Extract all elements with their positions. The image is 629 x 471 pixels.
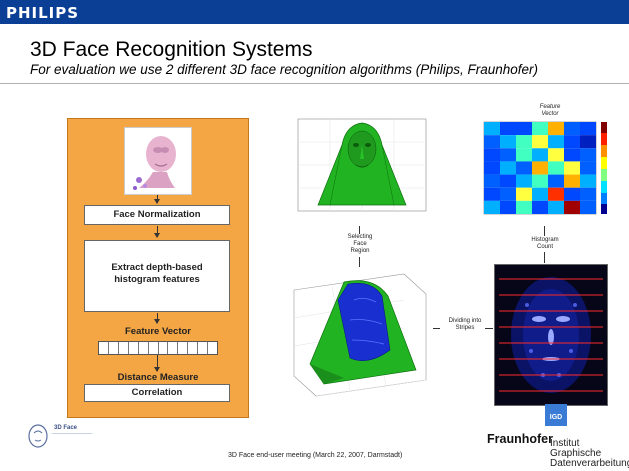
face-normalization-label: Face Normalization xyxy=(113,209,201,220)
flow-arrow xyxy=(154,226,160,238)
heatmap-cell xyxy=(532,174,548,188)
heatmap-cell xyxy=(516,161,532,175)
heatmap-cell xyxy=(532,161,548,175)
heatmap-cell xyxy=(516,122,532,136)
heatmap-cell xyxy=(548,148,564,162)
histogram-count-label: Histogram Count xyxy=(531,237,559,250)
slide-subtitle: For evaluation we use 2 different 3D fac… xyxy=(30,62,539,77)
dividing-arrow xyxy=(433,328,440,329)
brand-bar: PHILIPS xyxy=(0,0,629,24)
heatmap-cell xyxy=(548,122,564,136)
fraunhofer-logo: Fraunhofer xyxy=(487,432,553,446)
heatmap-cell xyxy=(500,135,516,149)
face-region-plot xyxy=(284,270,434,402)
heatmap-cell xyxy=(500,174,516,188)
heatmap-cell xyxy=(484,122,500,136)
extract-label-line1: Extract depth-based xyxy=(111,262,203,273)
heatmap-cell xyxy=(484,174,500,188)
stripes-image xyxy=(494,264,608,406)
igd-logo: IGD xyxy=(545,404,567,426)
heatmap-cell xyxy=(564,148,580,162)
histogram-arrow xyxy=(544,252,545,263)
heatmap-cell xyxy=(500,161,516,175)
feature-vector-heading: Feature Vector xyxy=(539,104,561,117)
feature-vector-strip xyxy=(98,341,218,355)
heatmap-cell xyxy=(516,187,532,201)
heatmap-cell xyxy=(516,200,532,214)
heatmap-cell xyxy=(484,187,500,201)
dividing-stripes-label: Dividing into Stripes xyxy=(448,318,482,331)
heatmap-cell xyxy=(564,161,580,175)
heatmap-cell xyxy=(532,187,548,201)
feature-vector-heatmap xyxy=(478,120,624,224)
heatmap-cell xyxy=(484,161,500,175)
heatmap-cell xyxy=(500,200,516,214)
heatmap-cell xyxy=(484,200,500,214)
selecting-arrow xyxy=(359,226,360,234)
heatmap-cell xyxy=(580,174,596,188)
extract-features-box: Extract depth-based histogram features xyxy=(84,240,230,312)
face-surface-plot xyxy=(288,115,432,225)
heatmap-cell xyxy=(516,174,532,188)
flow-arrow xyxy=(154,313,160,324)
heatmap-cell xyxy=(548,161,564,175)
heatmap-cell xyxy=(580,148,596,162)
extract-label-line2: histogram features xyxy=(114,274,200,285)
heatmap-cell xyxy=(564,135,580,149)
histogram-arrow xyxy=(544,226,545,236)
heatmap-cell xyxy=(532,148,548,162)
heatmap-cell xyxy=(484,148,500,162)
dividing-arrow xyxy=(485,328,493,329)
flow-arrow xyxy=(154,355,160,372)
heatmap-cell xyxy=(564,187,580,201)
footer-text: 3D Face end-user meeting (March 22, 2007… xyxy=(228,452,403,459)
heatmap-cell xyxy=(500,148,516,162)
heatmap-cell xyxy=(532,122,548,136)
slide-title: 3D Face Recognition Systems xyxy=(30,38,313,61)
face-scan-image xyxy=(124,127,192,195)
3d-face-logo: 3D Face xyxy=(26,423,96,449)
heatmap-cell xyxy=(580,187,596,201)
heatmap-cell xyxy=(580,135,596,149)
correlation-box: Correlation xyxy=(84,384,230,402)
heatmap-cell xyxy=(500,187,516,201)
heatmap-cell xyxy=(516,135,532,149)
heatmap-cell xyxy=(580,161,596,175)
heatmap-cell xyxy=(548,174,564,188)
heatmap-cell xyxy=(564,122,580,136)
igd-label: IGD xyxy=(549,414,563,421)
heatmap-cell xyxy=(580,122,596,136)
heatmap-cell xyxy=(532,200,548,214)
heatmap-cell xyxy=(516,148,532,162)
heatmap-cell xyxy=(564,174,580,188)
selecting-face-region-label: Selecting Face Region xyxy=(347,234,373,254)
feature-vector-label: Feature Vector xyxy=(125,326,191,337)
heatmap-cell xyxy=(484,135,500,149)
heatmap-cell xyxy=(548,135,564,149)
heatmap-cell xyxy=(564,200,580,214)
3d-face-logo-text: 3D Face xyxy=(54,425,78,431)
distance-measure-label: Distance Measure xyxy=(117,372,199,383)
heatmap-cell xyxy=(548,200,564,214)
processing-flow-panel: Face Normalization Extract depth-based h… xyxy=(67,118,249,418)
title-divider xyxy=(0,83,629,84)
philips-logo: PHILIPS xyxy=(6,4,80,22)
flow-arrow xyxy=(154,195,160,204)
institute-name: Institut Graphische Datenverarbeitung xyxy=(550,438,629,469)
face-normalization-box: Face Normalization xyxy=(84,205,230,225)
correlation-label: Correlation xyxy=(131,387,183,398)
heatmap-cell xyxy=(500,122,516,136)
heatmap-cell xyxy=(580,200,596,214)
heatmap-cell xyxy=(548,187,564,201)
selecting-arrow xyxy=(359,257,360,267)
heatmap-cell xyxy=(532,135,548,149)
